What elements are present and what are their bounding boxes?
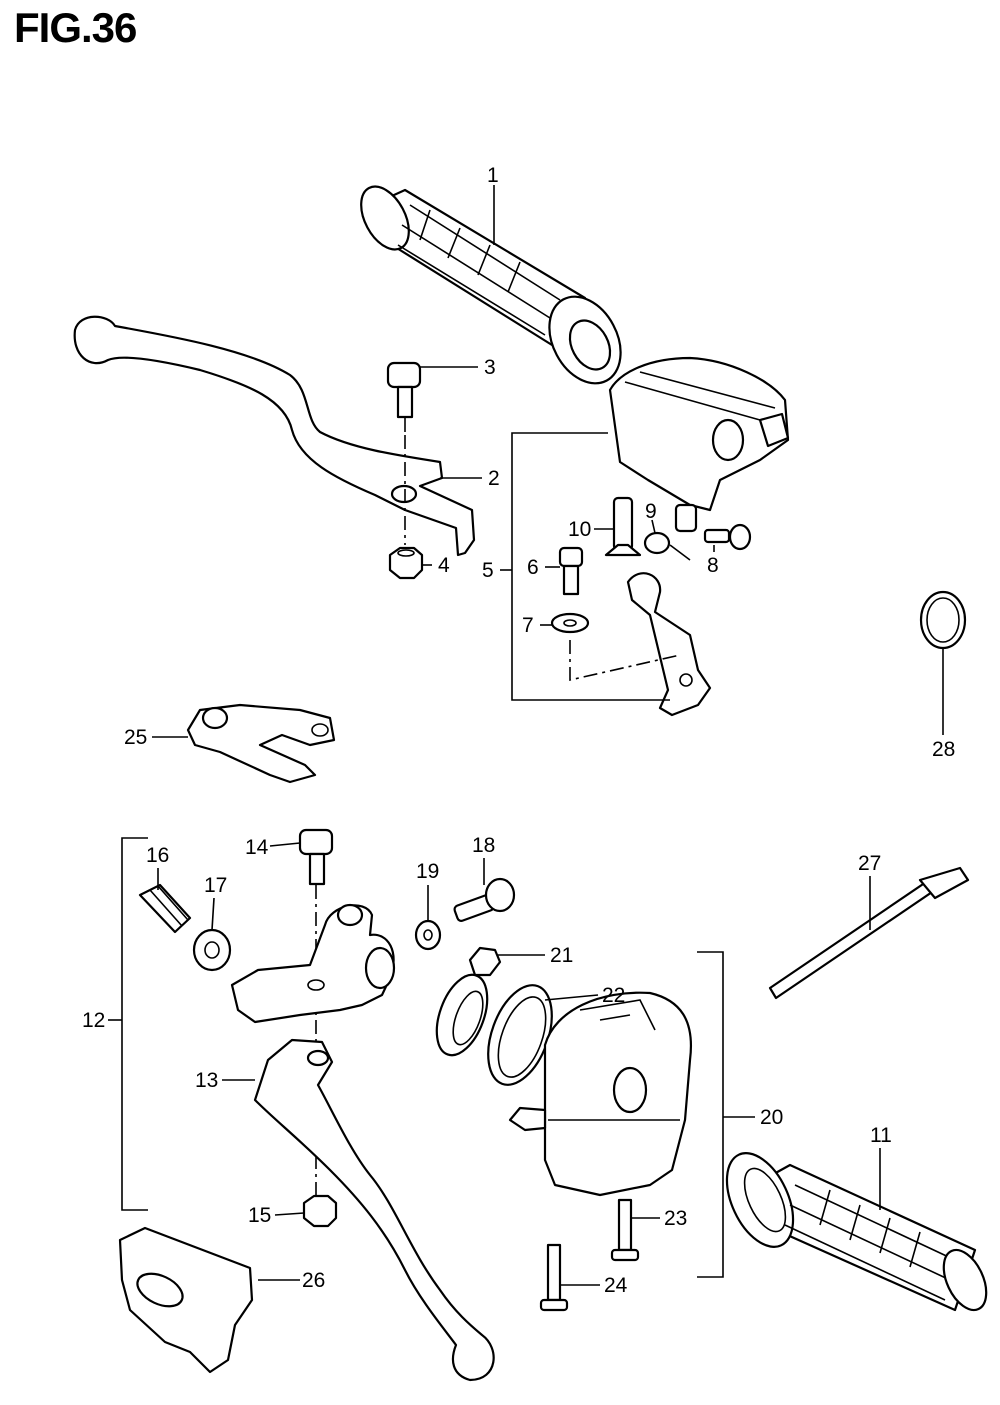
- part-9-collar[interactable]: [643, 531, 671, 555]
- callout-10: 10: [568, 518, 591, 541]
- part-25-switch-plate[interactable]: [186, 703, 336, 784]
- callout-28: 28: [932, 738, 955, 761]
- callout-9: 9: [645, 500, 657, 523]
- callout-6: 6: [527, 556, 539, 579]
- bracket-5: [511, 432, 670, 701]
- part-1-throttle-grip[interactable]: [351, 179, 634, 396]
- part-11-grip[interactable]: [713, 1143, 994, 1317]
- part-12-lever-holder[interactable]: [230, 903, 396, 1024]
- part-26-lever-cover[interactable]: [118, 1226, 254, 1374]
- callout-26: 26: [302, 1269, 325, 1292]
- part-13-clutch-lever[interactable]: [253, 1038, 495, 1382]
- part-15-nut[interactable]: [302, 1194, 338, 1228]
- part-17-locknut[interactable]: [192, 928, 232, 972]
- callout-20: 20: [760, 1106, 783, 1129]
- callout-13: 13: [195, 1069, 218, 1092]
- callout-23: 23: [664, 1207, 687, 1230]
- callout-27: 27: [858, 852, 881, 875]
- part-23-screw[interactable]: [610, 1198, 640, 1262]
- part-5-master-cylinder[interactable]: [608, 356, 790, 533]
- part-24-screw[interactable]: [539, 1243, 569, 1312]
- part-8-screw[interactable]: [703, 523, 752, 551]
- callout-21: 21: [550, 944, 573, 967]
- figure-title: FIG.36: [14, 4, 137, 51]
- callout-22: 22: [602, 984, 625, 1007]
- callout-3: 3: [484, 356, 496, 379]
- callout-2: 2: [488, 467, 500, 490]
- callout-16: 16: [146, 844, 169, 867]
- leader-lines: [108, 185, 944, 1286]
- bracket-12: [121, 837, 148, 1211]
- callout-labels: 1 2 3 4 5 6 7 8 9 10 11 12 13 14 15 16 1…: [82, 164, 955, 1297]
- part-20-ring[interactable]: [427, 968, 497, 1062]
- part-28-o-ring[interactable]: [919, 590, 967, 650]
- callout-24: 24: [604, 1274, 628, 1297]
- callout-5: 5: [482, 559, 494, 582]
- callout-25: 25: [124, 726, 147, 749]
- part-10-bolt[interactable]: [604, 496, 642, 557]
- callout-12: 12: [82, 1009, 105, 1032]
- part-5-switch-bracket[interactable]: [626, 572, 712, 717]
- bracket-20: [697, 951, 724, 1278]
- callout-15: 15: [248, 1204, 271, 1227]
- part-20-switch-housing[interactable]: [508, 991, 693, 1197]
- part-19-washer[interactable]: [414, 919, 442, 951]
- part-2-brake-lever[interactable]: [73, 315, 476, 557]
- callout-11: 11: [870, 1124, 892, 1147]
- callout-19: 19: [416, 860, 439, 883]
- callout-18: 18: [472, 834, 495, 857]
- callout-1: 1: [487, 164, 499, 187]
- part-14-pivot-bolt[interactable]: [298, 828, 334, 886]
- part-21-clip[interactable]: [468, 946, 502, 977]
- callout-14: 14: [245, 836, 269, 859]
- part-3-pivot-bolt[interactable]: [386, 361, 422, 432]
- callout-4: 4: [438, 554, 450, 577]
- part-7-washer[interactable]: [550, 612, 590, 634]
- part-16-adjuster[interactable]: [138, 883, 192, 934]
- part-6-bolt[interactable]: [558, 546, 584, 596]
- part-27-cable-tie[interactable]: [768, 866, 970, 1000]
- callout-17: 17: [204, 874, 227, 897]
- part-4-nut[interactable]: [388, 546, 424, 580]
- callout-7: 7: [522, 614, 534, 637]
- part-18-screw[interactable]: [453, 877, 516, 922]
- callout-8: 8: [707, 554, 719, 577]
